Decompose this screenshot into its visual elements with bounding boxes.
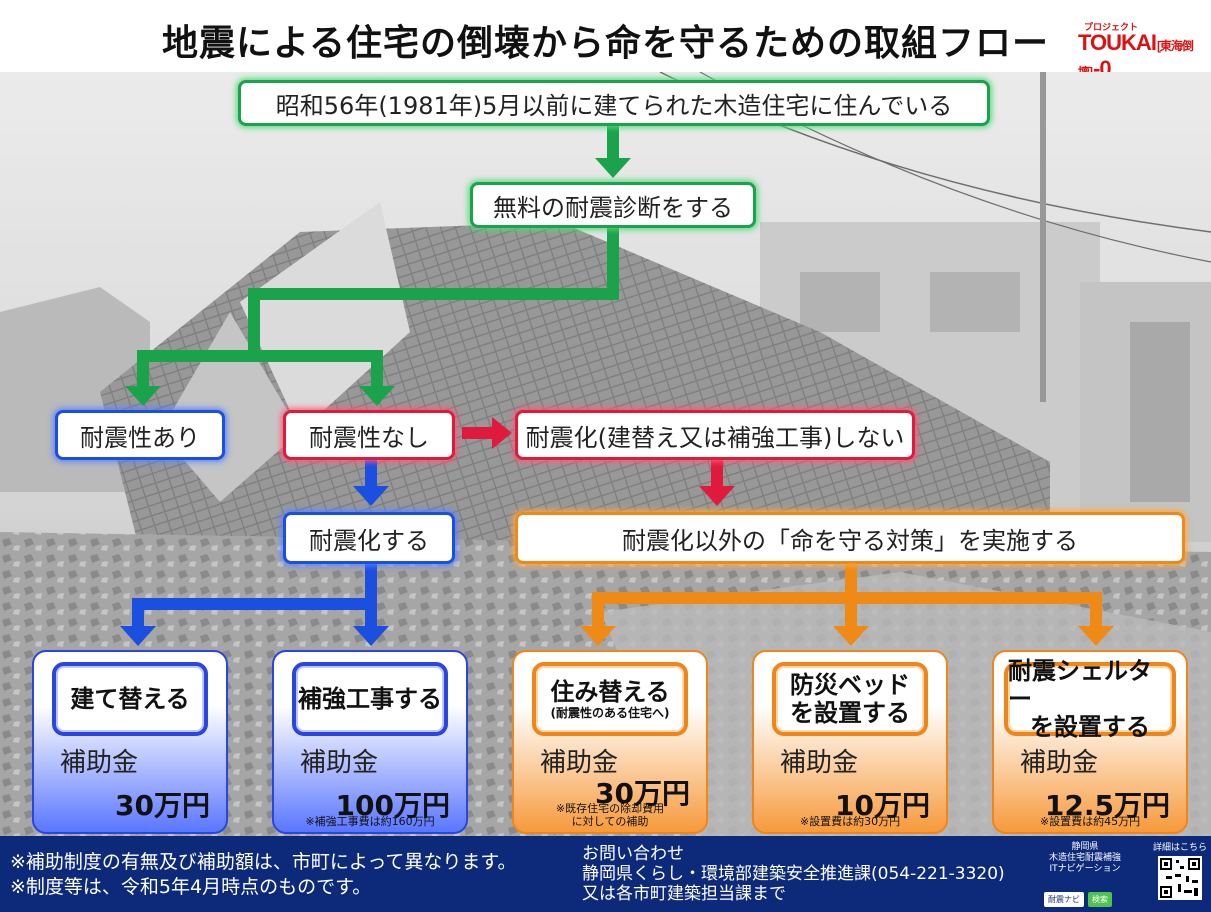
green-arrows bbox=[125, 126, 631, 406]
contact-line-1: 静岡県くらし・環境部建築安全推進課(054-221-3320) bbox=[582, 864, 1005, 884]
navi-banner[interactable]: 静岡県 木造住宅耐震補強 ITナビゲーション 耐震ナビ 検索 bbox=[1020, 842, 1150, 908]
subsidy-amount: 100万円 bbox=[335, 789, 450, 822]
card-relocate: 住み替える(耐震性のある住宅へ) 補助金 30万円 ※既存住宅の除却費用 に対し… bbox=[512, 650, 708, 834]
contact-line-2: 又は各市町建築担当課まで bbox=[582, 884, 786, 904]
card-title: 防災ベッドを設置する bbox=[772, 662, 928, 736]
subsidy-label: 補助金 bbox=[540, 748, 619, 778]
subsidy-label: 補助金 bbox=[60, 748, 139, 778]
start-condition-box: 昭和56年(1981年)5月以前に建てられた木造住宅に住んでいる bbox=[238, 80, 990, 126]
qr-code-block[interactable]: 詳細はこちら bbox=[1152, 840, 1208, 910]
orange-arrows bbox=[580, 564, 1114, 646]
subsidy-label: 補助金 bbox=[1020, 748, 1099, 778]
footer: ※補助制度の有無及び補助額は、市町によって異なります。 ※制度等は、令和5年4月… bbox=[0, 836, 1211, 912]
card-title: 補強工事する bbox=[292, 662, 448, 736]
footer-note-2: ※制度等は、令和5年4月時点のものです。 bbox=[10, 876, 372, 898]
card-reinforce: 補強工事する 補助金 100万円 ※補強工事費は約160万円 bbox=[272, 650, 468, 834]
no-retrofit-box: 耐震化(建替え又は補強工事)しない bbox=[515, 410, 915, 460]
contact-info: お問い合わせ 静岡県くらし・環境部建築安全推進課(054-221-3320) 又… bbox=[582, 844, 1005, 904]
free-diagnosis-box: 無料の耐震診断をする bbox=[470, 182, 756, 228]
other-measures-box: 耐震化以外の「命を守る対策」を実施する bbox=[515, 512, 1185, 564]
red-arrows bbox=[462, 417, 735, 506]
navi-line-3: ITナビゲーション bbox=[1049, 864, 1121, 874]
subsidy-label: 補助金 bbox=[780, 748, 859, 778]
card-title: 住み替える(耐震性のある住宅へ) bbox=[532, 662, 688, 736]
navi-line-2: 木造住宅耐震補強 bbox=[1048, 853, 1121, 863]
card-rebuild: 建て替える 補助金 30万円 bbox=[32, 650, 228, 834]
footer-notes: ※補助制度の有無及び補助額は、市町によって異なります。 ※制度等は、令和5年4月… bbox=[10, 850, 517, 900]
navi-keyword: 耐震ナビ bbox=[1044, 892, 1084, 907]
blue-arrows bbox=[120, 460, 389, 646]
card-disaster-bed: 防災ベッドを設置する 補助金 10万円 ※設置費は約30万円 bbox=[752, 650, 948, 834]
subsidy-amount: 30万円 bbox=[115, 789, 210, 822]
subsidy-amount: 30万円 bbox=[595, 777, 690, 810]
not-resistant-box: 耐震性なし bbox=[283, 410, 455, 460]
footer-note-1: ※補助制度の有無及び補助額は、市町によって異なります。 bbox=[10, 851, 517, 873]
resistant-box: 耐震性あり bbox=[55, 410, 225, 460]
header: 地震による住宅の倒壊から命を守るための取組フロー プロジェクト TOUKAI[東… bbox=[0, 0, 1211, 81]
contact-label: お問い合わせ bbox=[582, 844, 684, 864]
card-title: 建て替える bbox=[52, 662, 208, 736]
subsidy-amount: 10万円 bbox=[835, 789, 930, 822]
page-title: 地震による住宅の倒壊から命を守るための取組フロー bbox=[162, 23, 1049, 64]
card-note: ※既存住宅の除却費用 に対しての補助 bbox=[555, 802, 665, 828]
qr-caption: 詳細はこちら bbox=[1152, 843, 1207, 853]
card-shelter: 耐震シェルターを設置する 補助金 12.5万円 ※設置費は約45万円 bbox=[992, 650, 1188, 834]
card-note: ※設置費は約45万円 bbox=[1039, 815, 1141, 828]
search-button[interactable]: 検索 bbox=[1088, 892, 1112, 907]
subsidy-label: 補助金 bbox=[300, 748, 379, 778]
logo-small-text: プロジェクト bbox=[1084, 23, 1139, 33]
card-note: ※補強工事費は約160万円 bbox=[305, 815, 435, 828]
card-title: 耐震シェルターを設置する bbox=[1004, 657, 1176, 741]
navi-line-1: 静岡県 bbox=[1071, 842, 1099, 852]
card-note: ※設置費は約30万円 bbox=[799, 815, 901, 828]
do-retrofit-box: 耐震化する bbox=[283, 512, 455, 564]
qr-code-icon[interactable] bbox=[1158, 856, 1202, 900]
subsidy-amount: 12.5万円 bbox=[1044, 789, 1170, 822]
